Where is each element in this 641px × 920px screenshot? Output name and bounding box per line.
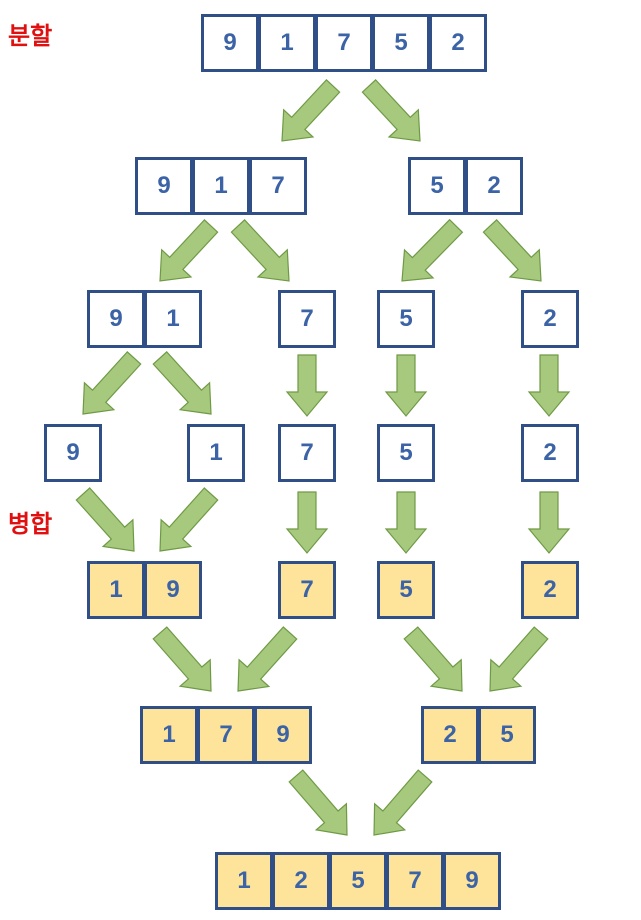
flow-arrow-1 xyxy=(281,79,341,142)
split-level-3-group-1-cell-1: 9 xyxy=(87,290,145,348)
split-level-1-group-1-cell-5: 2 xyxy=(429,14,487,72)
split-level-4-group-1-cell-1: 9 xyxy=(44,424,102,482)
split-level-1-group-1-cell-1: 9 xyxy=(201,14,259,72)
merge-label: 병합 xyxy=(8,510,53,538)
merge-level-1-group-3-cell-1: 5 xyxy=(377,561,435,619)
flow-arrow-12 xyxy=(75,487,135,552)
flow-arrow-5 xyxy=(401,218,464,282)
merge-level-2-group-1-cell-3: 9 xyxy=(254,706,312,764)
flow-arrow-15 xyxy=(384,491,428,554)
split-level-2-group-1-cell-2: 1 xyxy=(192,157,250,215)
merge-level-1-group-1-cell-2: 9 xyxy=(144,561,202,619)
flow-arrow-8 xyxy=(152,351,212,415)
split-level-4-group-3-cell-1: 7 xyxy=(278,424,336,482)
merge-level-2-group-1-cell-1: 1 xyxy=(140,706,198,764)
flow-arrow-22 xyxy=(373,769,433,836)
split-level-1-group-1-cell-3: 7 xyxy=(315,14,373,72)
merge-level-3-group-1-cell-2: 2 xyxy=(272,852,330,910)
flow-arrow-19 xyxy=(403,626,463,692)
flow-arrow-13 xyxy=(159,487,219,552)
flow-arrow-18 xyxy=(237,626,298,692)
split-level-2-group-2-cell-1: 5 xyxy=(408,157,466,215)
split-level-4-group-4-cell-1: 5 xyxy=(377,424,435,482)
merge-level-1-group-2-cell-1: 7 xyxy=(278,561,336,619)
flow-arrow-9 xyxy=(285,354,329,417)
split-level-3-group-4-cell-1: 2 xyxy=(521,290,579,348)
flow-arrow-16 xyxy=(527,491,571,554)
merge-level-1-group-4-cell-1: 2 xyxy=(521,561,579,619)
split-label: 분할 xyxy=(8,22,53,50)
merge-level-3-group-1-cell-4: 7 xyxy=(386,852,444,910)
flow-arrow-7 xyxy=(82,351,142,415)
split-level-2-group-1-cell-3: 7 xyxy=(249,157,307,215)
merge-level-1-group-1-cell-1: 1 xyxy=(87,561,145,619)
split-level-3-group-2-cell-1: 7 xyxy=(278,290,336,348)
flow-arrow-14 xyxy=(285,491,329,554)
merge-level-2-group-2-cell-1: 2 xyxy=(421,706,479,764)
split-level-4-group-5-cell-1: 2 xyxy=(521,424,579,482)
flow-arrow-10 xyxy=(384,354,428,417)
flow-arrow-4 xyxy=(230,219,290,282)
split-level-2-group-2-cell-2: 2 xyxy=(465,157,523,215)
flow-arrow-3 xyxy=(159,219,219,282)
flow-arrow-20 xyxy=(489,626,549,692)
merge-level-2-group-1-cell-2: 7 xyxy=(197,706,255,764)
merge-level-3-group-1-cell-3: 5 xyxy=(329,852,387,910)
split-level-2-group-1-cell-1: 9 xyxy=(135,157,193,215)
merge-level-3-group-1-cell-5: 9 xyxy=(443,852,501,910)
split-level-3-group-3-cell-1: 5 xyxy=(377,290,435,348)
split-level-1-group-1-cell-2: 1 xyxy=(258,14,316,72)
flow-arrow-17 xyxy=(152,626,212,692)
split-level-3-group-1-cell-2: 1 xyxy=(144,290,202,348)
merge-level-3-group-1-cell-1: 1 xyxy=(215,852,273,910)
flow-arrow-2 xyxy=(361,79,421,142)
split-level-1-group-1-cell-4: 5 xyxy=(372,14,430,72)
flow-arrow-6 xyxy=(482,219,542,282)
merge-level-2-group-2-cell-2: 5 xyxy=(478,706,536,764)
split-level-4-group-2-cell-1: 1 xyxy=(187,424,245,482)
flow-arrow-21 xyxy=(288,769,348,836)
flow-arrow-11 xyxy=(527,354,571,417)
